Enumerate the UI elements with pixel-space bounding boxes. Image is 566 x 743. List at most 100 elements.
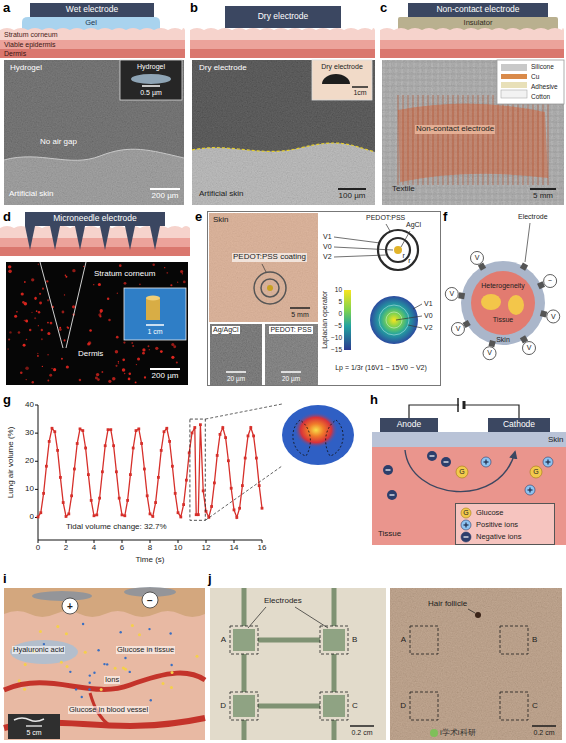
axis-tick: 8 [148,544,152,553]
data-marker [45,465,48,468]
hyaluronic-acid [10,640,78,664]
panel-letter: h [370,393,378,407]
data-marker [51,427,54,430]
cell-dot [166,272,168,274]
ion-dot [150,699,152,701]
cell-dot [115,365,117,367]
data-marker [137,427,140,430]
glucose-dot [60,661,63,664]
electrode-pad [520,263,528,271]
site-box [320,692,348,720]
image-label: Dry electrode [321,63,363,71]
region-label: Skin [548,436,564,445]
image-label: Skin [213,216,229,225]
leader-line [525,223,530,262]
data-marker [165,427,168,430]
cell-dot [9,331,11,333]
image-texture [382,60,564,205]
device-photo [210,588,386,740]
image-label: Dry electrode [199,64,247,73]
cell-dot [23,344,26,347]
pedot-ring [378,230,418,270]
skin-ring [461,261,545,345]
cell-dot [32,381,34,383]
axis-tick: −15 [331,346,342,353]
site-box [230,626,258,654]
grid-line [538,95,539,185]
image-area [382,60,564,205]
data-marker [37,516,40,519]
grid-line [528,95,529,185]
cell-dot [8,338,10,340]
cell-dot [99,315,101,317]
insulator-shape [398,17,558,31]
cell-dot [95,377,98,380]
meter-symbol: ~ [548,277,552,285]
data-marker [244,457,247,460]
meter-symbol: V [475,254,480,262]
stratum-corneum-band [0,28,185,41]
glucose-dot [122,667,125,670]
electrode-trace [242,654,247,692]
glucose-symbol: G [459,468,464,476]
tick-mark [150,540,151,543]
scale-bar [226,371,246,373]
electrode-center [267,285,273,291]
cell-dot [41,329,43,331]
cell-dot [47,322,49,324]
data-marker [177,511,180,514]
microneedle [100,226,110,250]
cell-dot [124,282,127,285]
electrode-header: Non-contact electrode [408,3,548,17]
node-text: Anode [397,420,422,429]
data-marker [193,426,196,429]
cell-dot [119,264,122,267]
scale-label: 5 mm [533,192,553,201]
cell-dot [25,367,29,371]
axis-title: Lung air volume (%) [8,426,17,498]
meter-symbol [483,347,496,360]
node-text: Cathode [503,420,535,429]
zoom-line [205,466,282,520]
legend-item: Glucose [456,507,554,519]
cell-dot [62,311,65,314]
cell-dot [25,320,28,323]
dermis-band [380,49,564,58]
panel-letter: c [380,1,387,15]
data-marker [126,499,129,502]
signal-line [396,316,422,320]
epidermis-band [0,40,185,49]
scale-label: 1 cm [147,328,162,336]
image-area [4,60,184,205]
cell-dot [72,269,75,272]
grid-line [398,95,399,185]
meter-symbol [523,342,536,355]
gel-layer: Gel [22,17,160,29]
legend-symbol [461,532,471,542]
grid-line [543,95,544,185]
interface-line [192,143,375,152]
image-label: PEDOT: PSS [269,326,312,334]
glucose-dot [23,688,26,691]
heterogeneity-blob [508,295,524,315]
ring-outline [386,312,402,328]
grid-line [518,95,519,185]
data-marker [179,516,182,519]
interface-line [4,149,184,160]
electrode-trace [258,638,320,643]
scale-label: 20 µm [227,375,245,382]
image-texture [210,324,262,385]
panel-letter: a [3,1,10,15]
axis-tick: 0 [338,310,342,317]
data-marker [98,497,101,500]
electrode-trace [258,704,320,709]
grid-line [523,95,524,185]
data-marker [56,449,59,452]
cell-dot [117,293,118,294]
plus-sign [529,488,530,493]
skin-layer: Stratum corneum [4,30,114,40]
minus-sign [464,536,469,537]
data-marker [238,507,241,510]
data-marker [42,492,45,495]
inset-photo [8,714,60,739]
